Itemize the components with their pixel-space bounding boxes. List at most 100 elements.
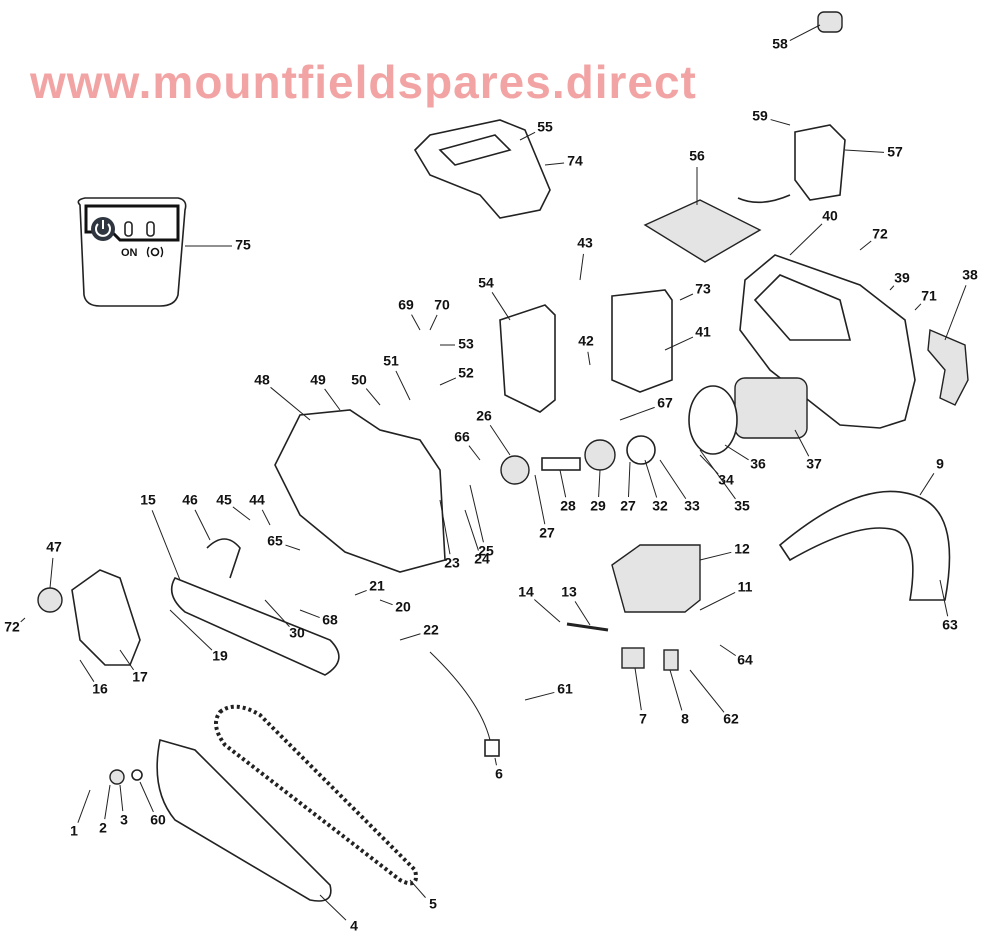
leader-line bbox=[889, 285, 895, 291]
leader-line bbox=[598, 469, 601, 498]
leader-line bbox=[79, 659, 95, 682]
leader-line bbox=[270, 386, 311, 421]
leader-line bbox=[264, 599, 290, 628]
callout-34: 34 bbox=[718, 472, 734, 488]
callout-74: 74 bbox=[567, 153, 583, 169]
leader-line bbox=[399, 633, 421, 641]
leader-line bbox=[464, 509, 479, 551]
leader-line bbox=[354, 589, 367, 596]
leader-line bbox=[859, 240, 872, 251]
callout-24: 24 bbox=[474, 551, 490, 567]
leader-line bbox=[844, 149, 885, 153]
leader-line bbox=[579, 253, 584, 281]
indicator-led-icon bbox=[146, 221, 155, 237]
callout-32: 32 bbox=[652, 498, 668, 514]
leader-line bbox=[794, 429, 810, 457]
callout-21: 21 bbox=[369, 578, 385, 594]
brake-icon bbox=[146, 246, 164, 258]
leader-line bbox=[664, 336, 694, 351]
leader-line bbox=[699, 449, 736, 500]
control-module bbox=[643, 199, 762, 263]
callout-62: 62 bbox=[723, 711, 739, 727]
leader-line bbox=[789, 223, 823, 256]
leader-line bbox=[429, 314, 438, 331]
sprocket bbox=[109, 769, 125, 785]
leader-line bbox=[789, 24, 821, 41]
callout-46: 46 bbox=[182, 492, 198, 508]
bearing bbox=[626, 435, 656, 465]
leader-line bbox=[914, 303, 922, 311]
leader-line bbox=[49, 557, 54, 589]
callout-42: 42 bbox=[578, 333, 594, 349]
inner-cover bbox=[499, 304, 556, 413]
callout-23: 23 bbox=[444, 555, 460, 571]
leader-line bbox=[411, 314, 421, 331]
washer bbox=[131, 769, 143, 781]
leader-line bbox=[659, 459, 687, 500]
motor-housing-opening bbox=[753, 274, 852, 341]
grille bbox=[611, 544, 701, 613]
callout-60: 60 bbox=[150, 812, 166, 828]
switch bbox=[621, 647, 645, 669]
leader-line bbox=[119, 649, 135, 671]
callout-27: 27 bbox=[620, 498, 636, 514]
callout-75: 75 bbox=[235, 237, 251, 253]
callout-26: 26 bbox=[476, 408, 492, 424]
leader-line bbox=[409, 879, 426, 898]
leader-line bbox=[574, 601, 591, 626]
leader-line bbox=[232, 506, 251, 521]
oil-hose bbox=[737, 194, 791, 204]
leader-line bbox=[919, 473, 935, 496]
saw-chain bbox=[214, 704, 418, 886]
callout-25: 25 bbox=[478, 543, 494, 559]
leader-line bbox=[519, 131, 536, 141]
callout-5: 5 bbox=[429, 896, 437, 912]
callout-9: 9 bbox=[936, 456, 944, 472]
leader-line bbox=[699, 591, 736, 611]
oil-cap bbox=[817, 11, 843, 33]
callout-59: 59 bbox=[752, 108, 768, 124]
leader-line bbox=[379, 599, 393, 606]
leader-line bbox=[365, 388, 381, 406]
leader-line bbox=[299, 609, 320, 619]
cable bbox=[429, 651, 491, 741]
callout-17: 17 bbox=[132, 669, 148, 685]
callout-58: 58 bbox=[772, 36, 788, 52]
leader-line bbox=[524, 691, 555, 701]
callout-72: 72 bbox=[872, 226, 888, 242]
callout-22: 22 bbox=[423, 622, 439, 638]
parts-drawing: ON bbox=[37, 11, 969, 902]
leader-line bbox=[699, 551, 732, 561]
leader-lines bbox=[20, 24, 967, 921]
indicator-led-icon bbox=[124, 221, 133, 237]
callout-37: 37 bbox=[806, 456, 822, 472]
callout-71: 71 bbox=[921, 288, 937, 304]
leader-line bbox=[77, 789, 91, 823]
leader-line bbox=[939, 579, 949, 617]
callout-6: 6 bbox=[495, 766, 503, 782]
callout-1: 1 bbox=[70, 823, 78, 839]
callout-72: 72 bbox=[4, 619, 20, 635]
callout-48: 48 bbox=[254, 372, 270, 388]
leader-line bbox=[468, 445, 481, 461]
leader-line bbox=[285, 544, 301, 551]
oil-tank bbox=[794, 124, 846, 201]
callout-14: 14 bbox=[518, 584, 534, 600]
callout-16: 16 bbox=[92, 681, 108, 697]
panel-on-text: ON bbox=[121, 247, 138, 259]
leader-line bbox=[139, 781, 154, 813]
side-plate bbox=[927, 328, 969, 406]
switch-box bbox=[611, 289, 673, 393]
leader-line bbox=[627, 461, 631, 498]
leader-line bbox=[169, 609, 213, 651]
leader-line bbox=[634, 667, 642, 711]
pin bbox=[566, 622, 609, 632]
leader-line bbox=[669, 669, 683, 711]
watermark: www.mountfieldspares.direct bbox=[29, 56, 697, 108]
callout-45: 45 bbox=[216, 492, 232, 508]
callout-70: 70 bbox=[434, 297, 450, 313]
callout-11: 11 bbox=[738, 579, 753, 595]
leader-line bbox=[619, 406, 655, 421]
